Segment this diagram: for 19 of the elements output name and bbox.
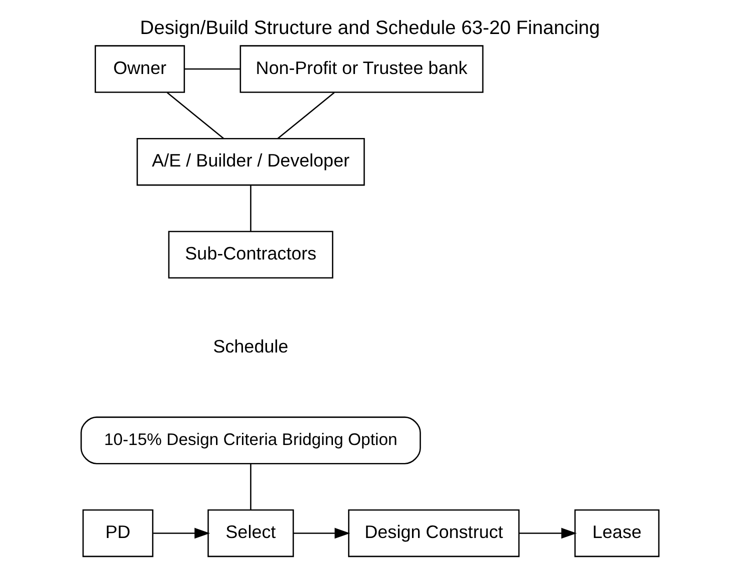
node-box: Sub-Contractors (168, 230, 334, 279)
diagram-title: Design/Build Structure and Schedule 63-20 Financing (140, 17, 600, 40)
connector (184, 68, 240, 70)
arrow (153, 528, 210, 539)
connector (250, 464, 252, 510)
node-box: PD (82, 509, 154, 558)
node-box: Design Construct (348, 509, 520, 558)
connector (166, 92, 224, 140)
node-box: 10-15% Design Criteria Bridging Option (80, 416, 421, 464)
label: Schedule (213, 336, 288, 356)
connector (250, 185, 252, 232)
node-box: Select (208, 509, 294, 558)
node-box: Non-Profit or Trustee bank (240, 45, 484, 93)
node-box: A/E / Builder / Developer (136, 138, 365, 186)
arrow (293, 528, 350, 539)
connector (277, 92, 335, 140)
node-box: Lease (574, 509, 660, 558)
node-box: Owner (94, 45, 185, 93)
arrow (518, 528, 577, 539)
